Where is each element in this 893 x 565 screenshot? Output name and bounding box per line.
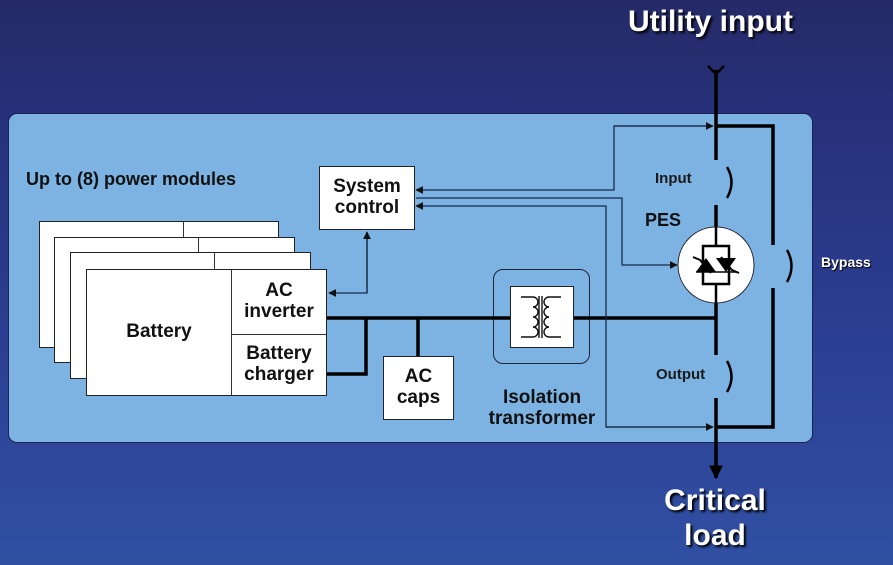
power-modules-label: Up to (8) power modules <box>26 169 237 189</box>
bypass-label: Bypass <box>821 254 871 270</box>
battery-block: Battery <box>87 270 231 395</box>
isolation-transformer-label-line1: Isolation <box>502 387 582 408</box>
input-breaker-label: Input <box>655 170 692 187</box>
ac-caps-label-line2: caps <box>396 387 441 408</box>
module-divider-vertical <box>231 270 232 395</box>
battery-charger-block: Battery charger <box>232 335 326 395</box>
utility-input-title: Utility input <box>628 5 793 38</box>
ac-inverter-label-line1: AC <box>265 280 293 302</box>
isolation-transformer-label-line2: transformer <box>488 407 596 429</box>
pes-label: PES <box>645 210 682 230</box>
output-breaker-label: Output <box>656 366 706 383</box>
system-control-label-line2: control <box>334 197 400 218</box>
isolation-transformer-block <box>510 286 574 348</box>
critical-load-title: Critical load <box>640 484 790 553</box>
critical-load-title-line1: Critical <box>664 484 766 517</box>
module-divider-horizontal <box>232 334 326 335</box>
isolation-transformer-label: Isolation transformer <box>462 387 622 430</box>
power-module-front: Battery AC inverter Battery charger <box>86 269 327 396</box>
ac-caps-label-line1: AC <box>404 366 433 388</box>
ac-caps-block: AC caps <box>383 356 454 420</box>
transformer-icon <box>521 296 561 338</box>
battery-charger-label-line2: charger <box>244 364 314 385</box>
critical-load-title-line2: load <box>684 518 746 552</box>
system-control-label-line1: System <box>333 176 401 198</box>
battery-label: Battery <box>126 321 192 343</box>
ac-inverter-block: AC inverter <box>232 270 326 334</box>
ac-inverter-label-line2: inverter <box>244 301 314 322</box>
system-control-block: System control <box>319 166 415 230</box>
battery-charger-label-line1: Battery <box>246 343 312 365</box>
utility-plug-icon <box>707 65 725 76</box>
